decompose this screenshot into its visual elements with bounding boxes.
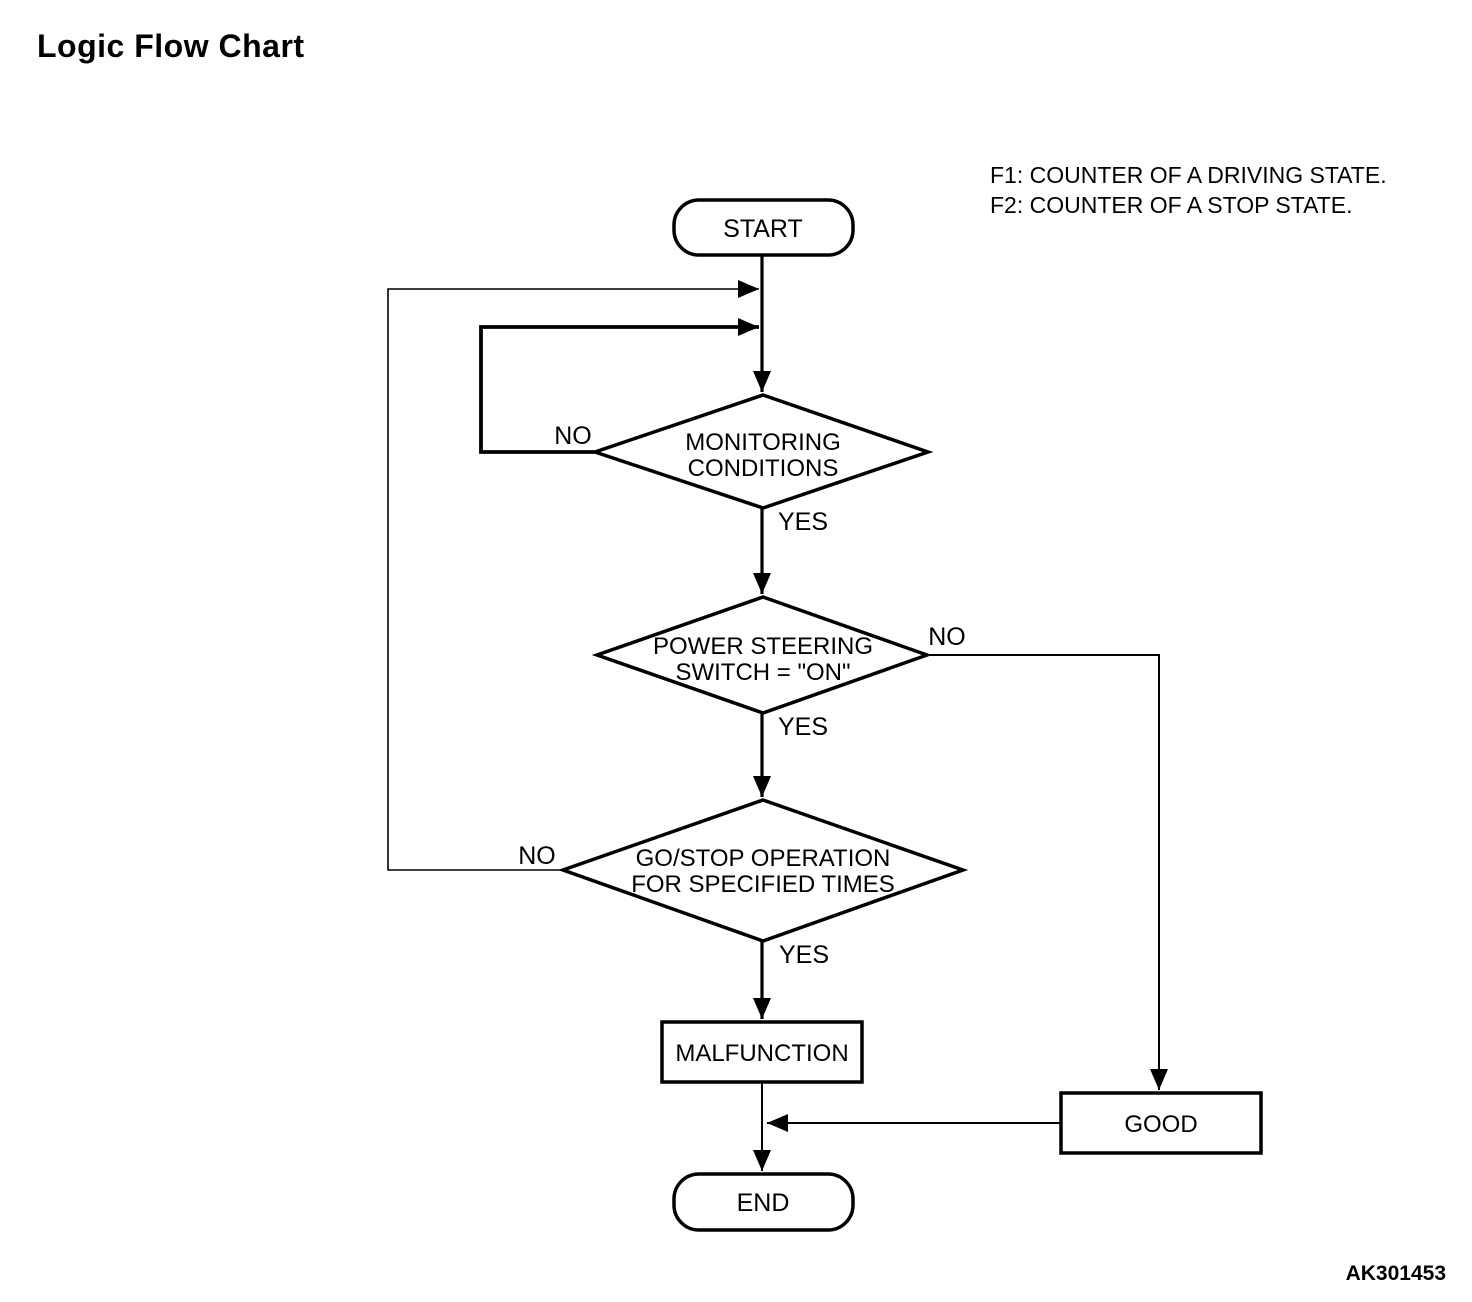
- page-title: Logic Flow Chart: [37, 28, 305, 64]
- start-label: START: [723, 215, 803, 243]
- decision-power-steering-line1: POWER STEERING: [653, 633, 873, 660]
- malfunction-label: MALFUNCTION: [675, 1040, 848, 1067]
- decision-monitoring-node: [589, 393, 934, 510]
- decision-gostop-node: [557, 798, 969, 943]
- decision-gostop-line1: GO/STOP OPERATION: [636, 845, 891, 872]
- decision-monitoring-yes-label: YES: [778, 508, 828, 536]
- end-node: [672, 1172, 855, 1232]
- decision-gostop-line2: FOR SPECIFIED TIMES: [631, 871, 895, 898]
- connector-gostop-no-loop: [387, 280, 759, 871]
- malfunction-node: [660, 1020, 864, 1084]
- figure-code: AK301453: [1346, 1262, 1446, 1285]
- good-node: [1059, 1091, 1263, 1155]
- end-label: END: [737, 1189, 790, 1217]
- decision-power-steering-node: [591, 595, 933, 715]
- good-label: GOOD: [1124, 1111, 1197, 1138]
- decision-monitoring-line1: MONITORING: [685, 429, 841, 456]
- start-node: [672, 198, 855, 257]
- decision-power-steering-no-label: NO: [928, 623, 966, 651]
- connector-monitoring-no-loop: [479, 318, 759, 454]
- connector-power-no-to-good: [927, 654, 1168, 1090]
- decision-monitoring-line2: CONDITIONS: [688, 455, 839, 482]
- legend-note-f1: F1: COUNTER OF A DRIVING STATE.: [990, 162, 1387, 188]
- decision-monitoring-no-label: NO: [554, 422, 592, 450]
- legend-note-f2: F2: COUNTER OF A STOP STATE.: [990, 192, 1353, 218]
- decision-power-steering-yes-label: YES: [778, 713, 828, 741]
- decision-power-steering-line2: SWITCH = "ON": [675, 659, 850, 686]
- decision-gostop-no-label: NO: [518, 842, 556, 870]
- decision-gostop-yes-label: YES: [779, 941, 829, 969]
